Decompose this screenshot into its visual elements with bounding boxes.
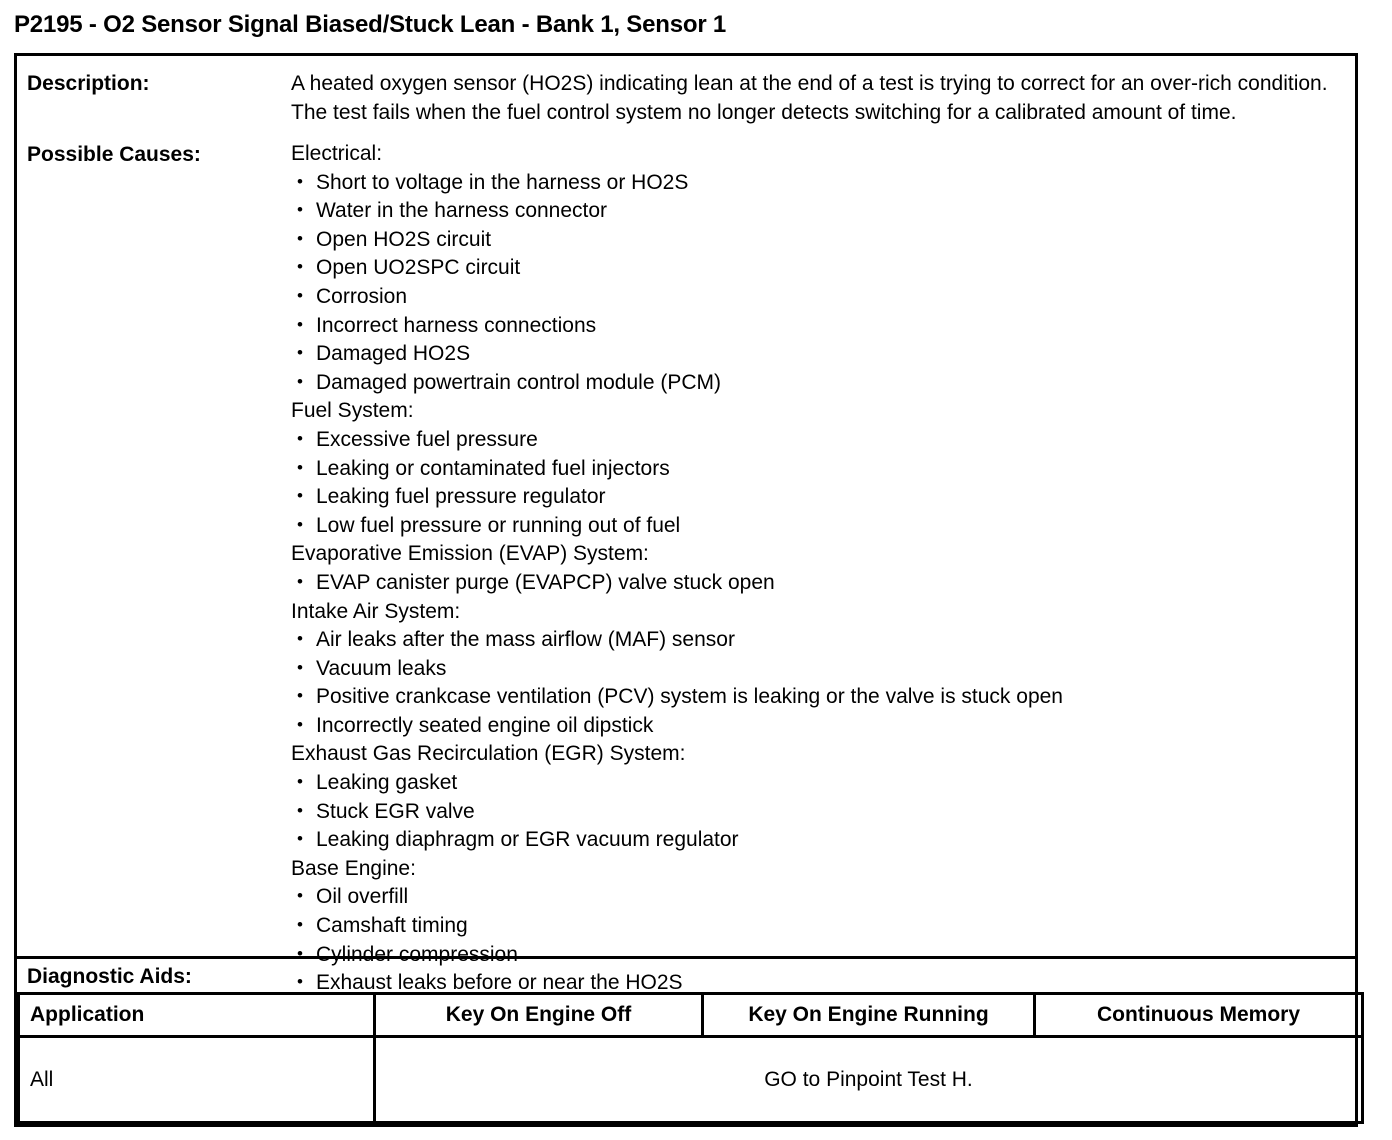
cause-list: Air leaks after the mass airflow (MAF) s… (291, 625, 1341, 741)
possible-causes-content: Electrical: Short to voltage in the harne… (291, 140, 1355, 998)
column-header-application: Application (17, 992, 376, 1038)
cause-group-title: Base Engine: (291, 856, 416, 880)
cause-item: Low fuel pressure or running out of fuel (291, 511, 1341, 541)
cause-group-title: Exhaust Gas Recirculation (EGR) System: (291, 742, 686, 766)
cause-item: Leaking fuel pressure regulator (291, 482, 1341, 512)
cause-item: Corrosion (291, 282, 1341, 312)
cause-item: Positive crankcase ventilation (PCV) sys… (291, 682, 1341, 712)
diagnostic-aids-label: Diagnostic Aids: (27, 965, 192, 988)
cause-item: Open HO2S circuit (291, 225, 1341, 255)
dtc-main-box: Description: A heated oxygen sensor (HO2… (14, 53, 1364, 1127)
cause-item: Stuck EGR valve (291, 797, 1341, 827)
cause-item: Short to voltage in the harness or HO2S (291, 168, 1341, 198)
cause-item: Leaking diaphragm or EGR vacuum regulato… (291, 825, 1341, 855)
possible-causes-label: Possible Causes: (27, 143, 201, 166)
cause-list: Leaking gasketStuck EGR valveLeaking dia… (291, 768, 1341, 855)
description-text: A heated oxygen sensor (HO2S) indicating… (291, 72, 1328, 124)
column-header-continuous-memory: Continuous Memory (1033, 992, 1364, 1038)
cause-list: EVAP canister purge (EVAPCP) valve stuck… (291, 568, 1341, 598)
table-header-row: Application Key On Engine Off Key On Eng… (17, 992, 1364, 1038)
cell-application: All (17, 1035, 376, 1124)
diagnostic-aids-row: Diagnostic Aids: (17, 956, 1355, 992)
cause-item: Damaged HO2S (291, 339, 1341, 369)
page-title: P2195 - O2 Sensor Signal Biased/Stuck Le… (14, 11, 727, 38)
cause-item: Air leaks after the mass airflow (MAF) s… (291, 625, 1341, 655)
cause-item: Leaking gasket (291, 768, 1341, 798)
description-content: A heated oxygen sensor (HO2S) indicating… (291, 69, 1355, 127)
cause-list: Excessive fuel pressureLeaking or contam… (291, 425, 1341, 541)
cause-item: Exhaust leaks before or near the HO2S (291, 968, 1341, 998)
cell-merged-result: GO to Pinpoint Test H. (373, 1035, 1364, 1124)
possible-causes-row: Possible Causes: Electrical: Short to vol… (17, 127, 1355, 998)
cause-item: Cylinder compression (291, 940, 1341, 970)
cause-item: Oil overfill (291, 882, 1341, 912)
column-header-key-on-engine-off: Key On Engine Off (373, 992, 704, 1038)
cause-group-title: Fuel System: (291, 399, 414, 423)
cause-list: Oil overfillCamshaft timingCylinder comp… (291, 882, 1341, 998)
cause-group-title: Electrical: (291, 142, 383, 165)
description-label: Description: (27, 72, 150, 95)
cause-item: Camshaft timing (291, 911, 1341, 941)
cause-item: Incorrect harness connections (291, 311, 1341, 341)
table-row: All GO to Pinpoint Test H. (17, 1035, 1364, 1124)
description-row: Description: A heated oxygen sensor (HO2… (17, 56, 1355, 127)
cause-list: Short to voltage in the harness or HO2SW… (291, 168, 1341, 398)
cause-item: Vacuum leaks (291, 654, 1341, 684)
cause-item: Excessive fuel pressure (291, 425, 1341, 455)
cause-item: Open UO2SPC circuit (291, 253, 1341, 283)
cause-item: Incorrectly seated engine oil dipstick (291, 711, 1341, 741)
cause-group-title: Evaporative Emission (EVAP) System: (291, 542, 649, 566)
column-header-key-on-engine-running: Key On Engine Running (701, 992, 1036, 1038)
cause-item: Damaged powertrain control module (PCM) (291, 368, 1341, 398)
cause-item: Leaking or contaminated fuel injectors (291, 454, 1341, 484)
cause-item: Water in the harness connector (291, 196, 1341, 226)
cause-item: EVAP canister purge (EVAPCP) valve stuck… (291, 568, 1341, 598)
cause-group-title: Intake Air System: (291, 599, 461, 623)
result-table: Application Key On Engine Off Key On Eng… (17, 992, 1364, 1124)
